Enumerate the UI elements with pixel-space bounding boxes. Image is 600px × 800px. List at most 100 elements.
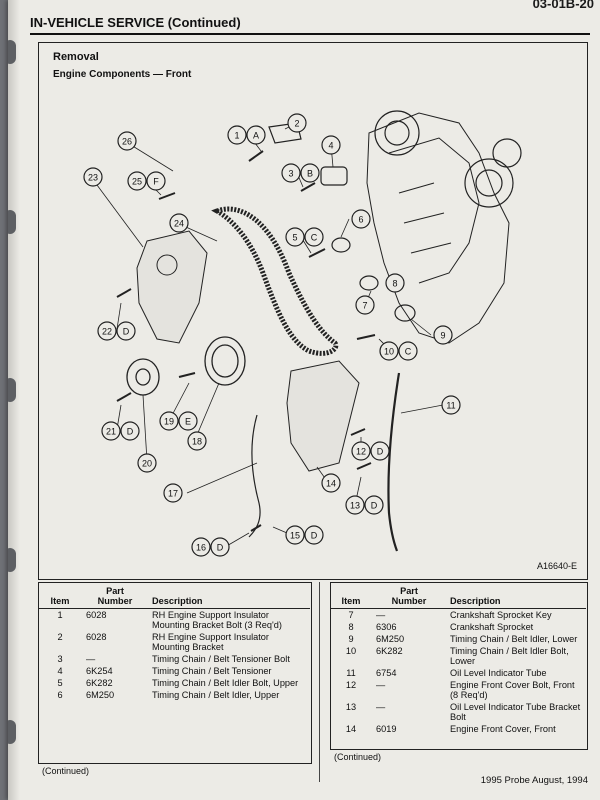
item-cell: 12 [345, 680, 357, 690]
page-footer: 1995 Probe August, 1994 [480, 775, 588, 786]
table-row: 4 6K254 Timing Chain / Belt Tensioner [38, 665, 310, 677]
figure-box: Removal Engine Components — Front [38, 42, 588, 580]
callout-20: 20 [137, 453, 157, 473]
part-number-cell: — [376, 680, 386, 690]
callout-9: 9 [433, 325, 453, 345]
description-cell: Crankshaft Sprocket [450, 622, 534, 632]
timing-cover-illustration [136, 230, 208, 344]
callout-letter: D [217, 543, 224, 553]
callout-letter: D [127, 427, 134, 437]
callout-letter: D [377, 447, 384, 457]
item-cell: 9 [348, 634, 354, 644]
callout-number: 24 [174, 219, 184, 229]
exploded-parts-diagram [96, 110, 522, 552]
part-number-cell: 6306 [376, 622, 397, 632]
callout-number: 9 [440, 331, 445, 341]
callout-15: 15 D [285, 525, 324, 545]
page-code: 03-01B-20 [532, 0, 594, 11]
callout-number: 25 [132, 177, 142, 187]
part-number-cell: 6K254 [86, 666, 113, 676]
callout-number: 14 [326, 479, 336, 489]
description-cell: RH Engine Support Insulator Mounting Bra… [152, 632, 269, 652]
timing-belt-illustration [211, 206, 339, 356]
callout-letter: F [153, 177, 159, 187]
table-row: 3—Timing Chain / Belt Tensioner Bolt [38, 653, 310, 665]
column-divider [319, 582, 320, 782]
part-number-cell: 6K282 [86, 678, 113, 688]
callout-number: 23 [88, 173, 98, 183]
callout-number: 26 [122, 137, 132, 147]
crankshaft-pulley-illustration [126, 336, 246, 396]
description-cell: Engine Front Cover, Front [450, 724, 556, 734]
callout-letter: B [307, 169, 313, 179]
table-row: 12 — Engine Front Cover Bolt, Front (8 Req… [330, 679, 586, 701]
figure-id: A16640-E [536, 561, 577, 571]
front-cover-illustration [286, 360, 360, 472]
description-cell: Timing Chain / Belt Idler Bolt, Lower [450, 646, 569, 666]
callout-18: 18 [187, 431, 207, 451]
callout-number: 12 [356, 447, 366, 457]
callout-number: 1 [234, 131, 239, 141]
callout-letter: D [123, 327, 130, 337]
item-cell: 4 [57, 666, 63, 676]
callout-24: 24 [169, 213, 189, 233]
part-number-cell: — [376, 610, 386, 620]
binder-hole [8, 378, 16, 402]
figure-subheading: Engine Components — Front [53, 69, 192, 80]
callout-26: 26 [117, 131, 137, 151]
col-part-number-header: Part Number [82, 584, 148, 609]
table-row: 8 6306 Crankshaft Sprocket [330, 621, 586, 633]
callout-letter: D [371, 501, 378, 511]
description-cell: Engine Front Cover Bolt, Front (8 Req'd) [450, 680, 575, 700]
description-cell: Crankshaft Sprocket Key [450, 610, 552, 620]
callout-number: 8 [392, 279, 397, 289]
table-row: 7—Crankshaft Sprocket Key [330, 609, 586, 622]
callout-number: 7 [362, 301, 367, 311]
callout-12: 12 D [351, 441, 390, 461]
parts-table-left-frame [38, 582, 312, 764]
callout-8: 8 [385, 273, 405, 293]
part-number-cell: 6M250 [86, 690, 115, 700]
callout-7: 7 [355, 295, 375, 315]
callout-letter: D [311, 531, 318, 541]
part-number-cell: 6028 [86, 632, 107, 642]
callout-number: 21 [106, 427, 116, 437]
callout-25: 25 F [127, 171, 166, 191]
callout-letter: E [185, 417, 191, 427]
callout-number: 15 [290, 531, 300, 541]
callout-number: 18 [192, 437, 202, 447]
description-cell: Timing Chain / Belt Tensioner [152, 666, 272, 676]
callout-number: 4 [328, 141, 333, 151]
callout-4: 4 [321, 135, 341, 155]
binder-hole [8, 548, 16, 572]
oil-level-tube-illustration [387, 372, 401, 552]
continued-label-right: (Continued) [334, 752, 382, 762]
figure-heading: Removal [53, 51, 99, 63]
callout-23: 23 [83, 167, 103, 187]
part-number-cell: 6019 [376, 724, 397, 734]
description-cell: Oil Level Indicator Tube [450, 668, 547, 678]
item-cell: 13 [345, 702, 357, 712]
part-number-cell: 6028 [86, 610, 107, 620]
col-item-header: Item [330, 584, 372, 609]
manual-page: 03-01B-20 IN-VEHICLE SERVICE (Continued)… [8, 0, 600, 800]
description-cell: Timing Chain / Belt Idler, Upper [152, 690, 280, 700]
description-cell: Timing Chain / Belt Idler Bolt, Upper [152, 678, 299, 688]
item-cell: 8 [348, 622, 354, 632]
col-item-header: Item [38, 584, 82, 609]
item-cell: 10 [345, 646, 357, 656]
description-cell: RH Engine Support Insulator Mounting Bra… [152, 610, 282, 630]
description-cell: Timing Chain / Belt Idler, Lower [450, 634, 578, 644]
